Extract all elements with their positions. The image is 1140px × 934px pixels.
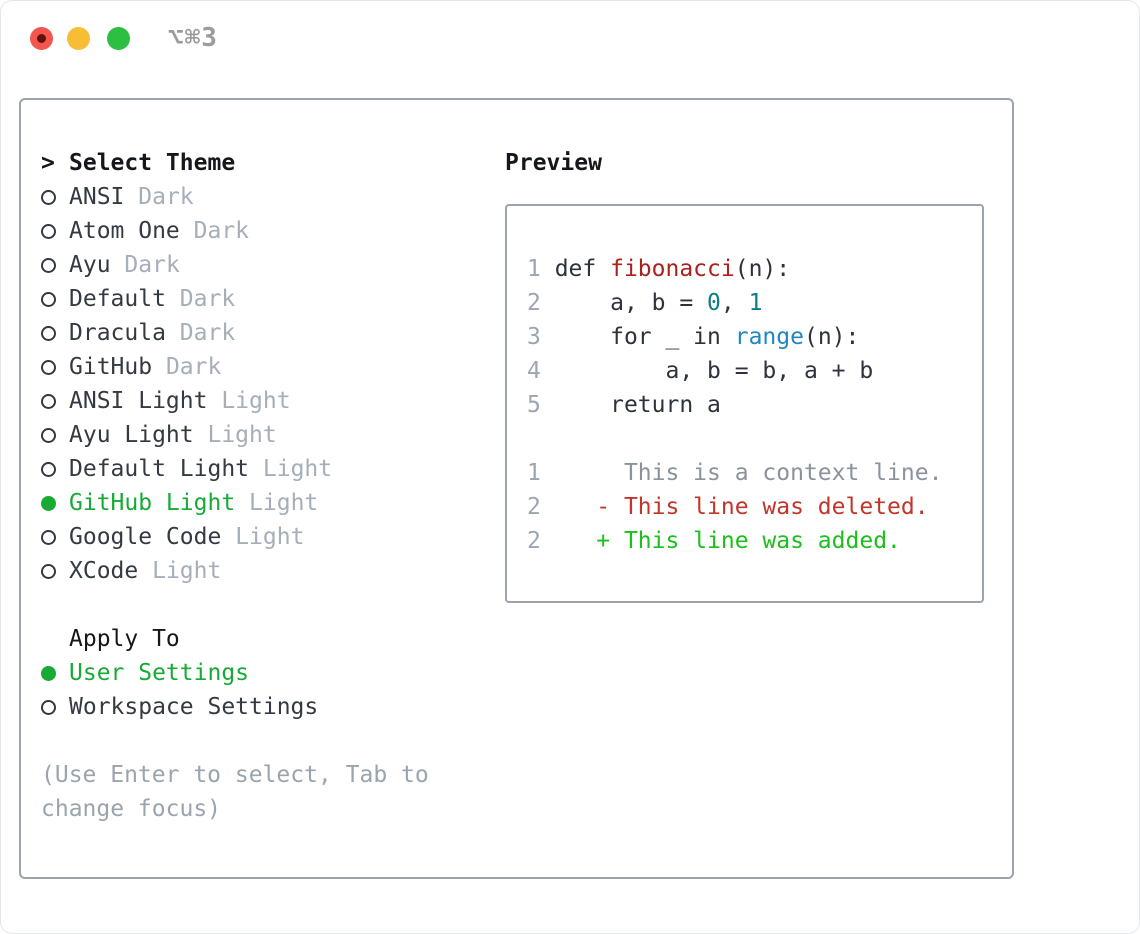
diff-line-added: 2 + This line was added. bbox=[527, 528, 901, 554]
theme-option-dracula[interactable]: Dracula Dark bbox=[41, 316, 505, 350]
line-number: 2 bbox=[527, 528, 597, 554]
zoom-button[interactable] bbox=[107, 27, 130, 50]
hint-line-2: change focus) bbox=[41, 796, 222, 822]
line-number: 5 bbox=[527, 392, 555, 418]
line-number: 2 bbox=[527, 290, 555, 316]
theme-option-github[interactable]: GitHub Dark bbox=[41, 350, 505, 384]
close-dot-icon bbox=[37, 34, 46, 43]
radio-icon bbox=[41, 393, 56, 409]
preview-header: Preview bbox=[505, 150, 602, 176]
radio-icon bbox=[41, 359, 56, 375]
theme-option-label: Ayu Dark bbox=[69, 252, 180, 278]
theme-option-github-light[interactable]: GitHub Light Light bbox=[41, 486, 505, 520]
apply-option-workspace-settings[interactable]: Workspace Settings bbox=[41, 690, 505, 724]
radio-icon bbox=[41, 189, 56, 205]
theme-option-ansi-light[interactable]: ANSI Light Light bbox=[41, 384, 505, 418]
code-line: 5 return a bbox=[527, 392, 721, 418]
radio-icon bbox=[41, 699, 56, 715]
radio-icon bbox=[41, 529, 56, 545]
theme-option-default[interactable]: Default Dark bbox=[41, 282, 505, 316]
theme-option-label: Google Code Light bbox=[69, 524, 305, 550]
theme-option-label: Ayu Light Light bbox=[69, 422, 277, 448]
hint-text: (Use Enter to select, Tab to change focu… bbox=[41, 758, 505, 826]
radio-icon bbox=[41, 291, 56, 307]
radio-icon bbox=[41, 563, 56, 579]
diff-line-deleted: 2 - This line was deleted. bbox=[527, 494, 929, 520]
theme-option-label: XCode Light bbox=[69, 558, 222, 584]
theme-option-label: GitHub Light Light bbox=[69, 490, 319, 516]
theme-option-label: GitHub Dark bbox=[69, 354, 222, 380]
preview-column: Preview 1 def fibonacci(n): 2 a, b = 0, 1… bbox=[505, 146, 986, 603]
theme-option-ayu-light[interactable]: Ayu Light Light bbox=[41, 418, 505, 452]
radio-selected-icon bbox=[41, 665, 56, 681]
code-line: 4 a, b = b, a + b bbox=[527, 358, 874, 384]
radio-icon bbox=[41, 257, 56, 273]
spacer bbox=[41, 588, 505, 622]
apply-to-header: Apply To bbox=[41, 622, 505, 656]
theme-option-label: ANSI Dark bbox=[69, 184, 194, 210]
code-line: 1 def fibonacci(n): bbox=[527, 256, 791, 282]
preview-box: 1 def fibonacci(n): 2 a, b = 0, 1 3 for _ … bbox=[505, 204, 984, 603]
line-number: 1 bbox=[527, 460, 597, 486]
theme-option-label: Default Light Light bbox=[69, 456, 333, 482]
theme-option-default-light[interactable]: Default Light Light bbox=[41, 452, 505, 486]
select-theme-header: > Select Theme bbox=[41, 146, 505, 180]
radio-icon bbox=[41, 223, 56, 239]
theme-option-label: Atom One Dark bbox=[69, 218, 250, 244]
code-line: 2 a, b = 0, 1 bbox=[527, 290, 763, 316]
spacer bbox=[527, 422, 982, 456]
line-number: 4 bbox=[527, 358, 555, 384]
minimize-button[interactable] bbox=[67, 27, 90, 50]
line-number: 2 bbox=[527, 494, 597, 520]
theme-option-atom-one[interactable]: Atom One Dark bbox=[41, 214, 505, 248]
code-preview: 1 def fibonacci(n): 2 a, b = 0, 1 3 for _ … bbox=[527, 252, 982, 422]
apply-option-label: User Settings bbox=[69, 660, 250, 686]
theme-option-label: Default Dark bbox=[69, 286, 236, 312]
radio-icon bbox=[41, 325, 56, 341]
theme-option-ayu[interactable]: Ayu Dark bbox=[41, 248, 505, 282]
diff-preview: 1 This is a context line. 2 - This line w… bbox=[527, 456, 982, 558]
radio-selected-icon bbox=[41, 495, 56, 511]
close-button[interactable] bbox=[30, 27, 53, 50]
caret-icon: > bbox=[41, 150, 55, 176]
line-number: 1 bbox=[527, 256, 555, 282]
theme-option-xcode[interactable]: XCode Light bbox=[41, 554, 505, 588]
theme-option-label: Dracula Dark bbox=[69, 320, 236, 346]
theme-option-ansi[interactable]: ANSI Dark bbox=[41, 180, 505, 214]
radio-icon bbox=[41, 427, 56, 443]
line-number: 3 bbox=[527, 324, 555, 350]
radio-icon bbox=[41, 461, 56, 477]
apply-option-label: Workspace Settings bbox=[69, 694, 319, 720]
apply-to-label: Apply To bbox=[69, 626, 180, 652]
window-title: ⌥⌘3 bbox=[168, 23, 218, 53]
code-line: 3 for _ in range(n): bbox=[527, 324, 860, 350]
diff-line-context: 1 This is a context line. bbox=[527, 460, 943, 486]
select-theme-label: Select Theme bbox=[69, 150, 236, 176]
hint-line-1: (Use Enter to select, Tab to bbox=[41, 762, 429, 788]
theme-option-label: ANSI Light Light bbox=[69, 388, 291, 414]
theme-option-google-code[interactable]: Google Code Light bbox=[41, 520, 505, 554]
titlebar: ⌥⌘3 bbox=[1, 1, 1139, 98]
apply-option-user-settings[interactable]: User Settings bbox=[41, 656, 505, 690]
